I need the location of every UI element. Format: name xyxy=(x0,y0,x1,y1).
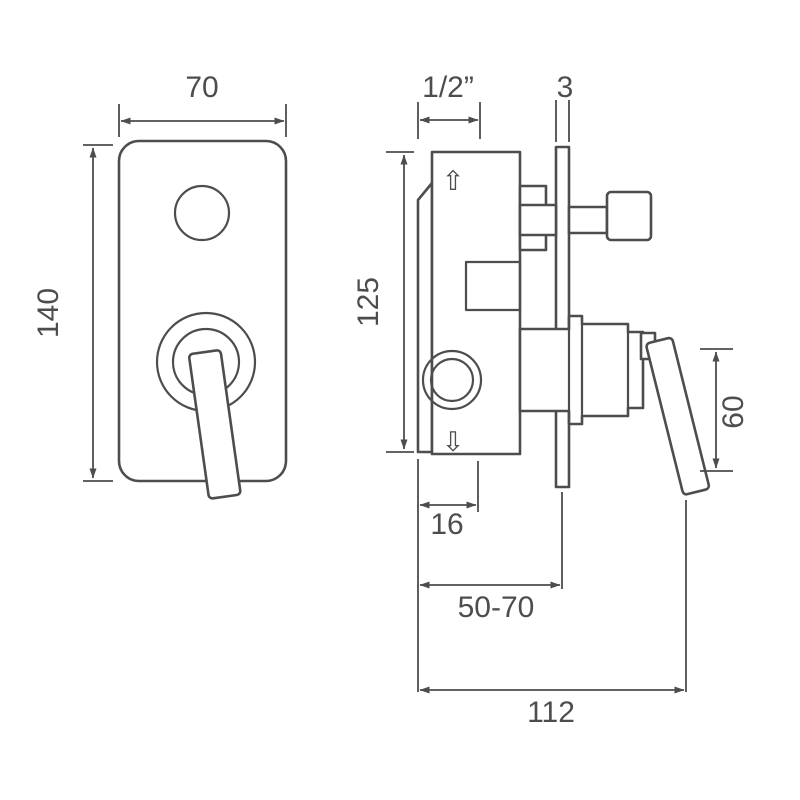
wall-plate-side xyxy=(554,145,571,489)
dimension-label-overall-depth: 112 xyxy=(527,696,575,729)
inlet-port-inner xyxy=(429,357,475,403)
dimension-inlet-size: 1/2” xyxy=(417,71,481,139)
dimension-body-height: 125 xyxy=(352,151,414,453)
dimension-label-install-depth: 50-70 xyxy=(458,591,535,624)
spindle-shaft-left xyxy=(518,203,558,237)
dimension-label-front-height: 140 xyxy=(32,288,65,338)
spindle-shaft-right xyxy=(567,205,609,235)
diverter-button xyxy=(173,184,231,242)
side-view: ⇧ ⇩ xyxy=(416,145,711,496)
dimension-label-front-width: 70 xyxy=(185,71,218,104)
dimension-front-height: 140 xyxy=(32,144,113,482)
flow-down-icon: ⇩ xyxy=(442,427,465,458)
dimension-install-depth: 50-70 xyxy=(419,492,563,624)
dimension-label-body-height: 125 xyxy=(352,277,385,327)
dimension-handle-drop: 60 xyxy=(700,348,750,472)
dimension-label-handle-drop: 60 xyxy=(717,395,750,428)
diverter-knob xyxy=(605,190,653,242)
mounting-bracket xyxy=(416,181,434,454)
dimension-label-plate-thickness: 3 xyxy=(557,71,574,104)
dimension-bracket-depth: 16 xyxy=(417,459,479,692)
flow-up-icon: ⇧ xyxy=(442,166,465,197)
dimension-front-width: 70 xyxy=(118,71,287,137)
valve-body xyxy=(430,150,522,456)
dimension-overall-depth: 112 xyxy=(419,500,687,729)
dimension-label-inlet: 1/2” xyxy=(422,71,474,104)
lever-handle-front xyxy=(187,349,242,500)
inlet-port-outer xyxy=(421,349,483,411)
front-view xyxy=(117,139,288,500)
valve-body-detail xyxy=(464,260,522,312)
front-plate xyxy=(117,139,288,483)
lever-handle-side xyxy=(645,336,711,496)
dimension-label-bracket-depth: 16 xyxy=(430,508,463,541)
dimension-plate-thickness: 3 xyxy=(555,71,574,142)
